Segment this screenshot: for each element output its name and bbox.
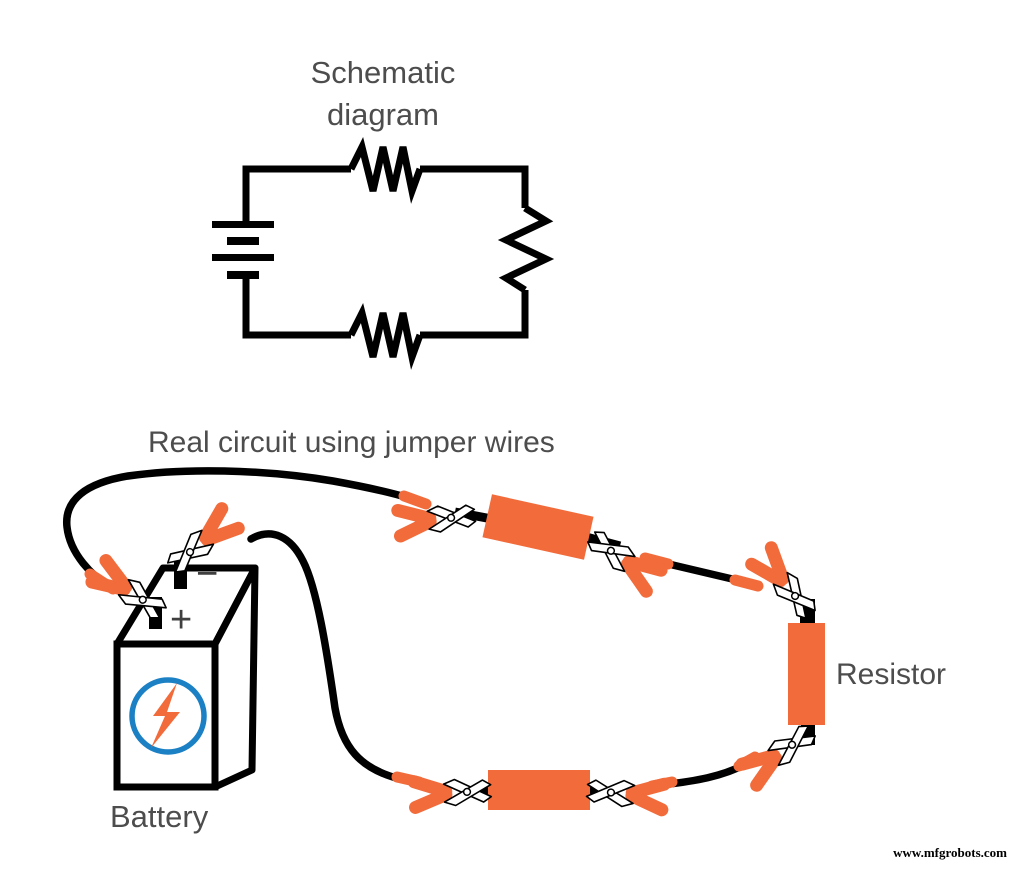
battery-minus-sign: −: [196, 553, 219, 595]
real-circuit-title: Real circuit using jumper wires: [148, 426, 555, 459]
watermark: www.mfgrobots.com: [893, 845, 1007, 860]
schematic-circuit: [212, 136, 555, 370]
wire-tip: [639, 552, 674, 570]
resistor-2: [788, 623, 825, 725]
battery-illustration: [113, 556, 259, 791]
battery-label: Battery: [110, 799, 209, 834]
resistor-leads: [454, 507, 622, 796]
schematic-resistor-top: [347, 136, 424, 204]
alligator-clip-resistor1-left: [387, 493, 478, 546]
schematic-wire-top-right: [420, 165, 529, 208]
alligator-clip-resistor3-left: [404, 768, 493, 817]
schematic-battery-symbol: [212, 221, 274, 279]
schematic-resistor-right: [497, 205, 555, 293]
schematic-title-line2: diagram: [327, 97, 439, 132]
wire-tip: [729, 574, 764, 592]
schematic-resistor-bottom: [347, 302, 424, 370]
schematic-title-line1: Schematic: [310, 55, 456, 90]
jumper-wire-1: [63, 467, 430, 593]
resistor-label: Resistor: [836, 658, 947, 691]
jumper-wire-2: [247, 530, 421, 786]
battery-plus-sign: +: [170, 599, 193, 641]
resistor-3: [488, 770, 590, 810]
schematic-title: Schematic diagram: [258, 52, 508, 136]
schematic-wire-top-left: [242, 165, 351, 222]
alligator-clip-resistor3-right: [584, 768, 674, 820]
schematic-wire-bottom-left: [242, 279, 351, 339]
lightning-bolt-icon: [151, 683, 180, 748]
resistor-1: [482, 494, 594, 560]
wire-tip: [398, 490, 432, 510]
schematic-wire-bottom-right: [420, 290, 529, 339]
